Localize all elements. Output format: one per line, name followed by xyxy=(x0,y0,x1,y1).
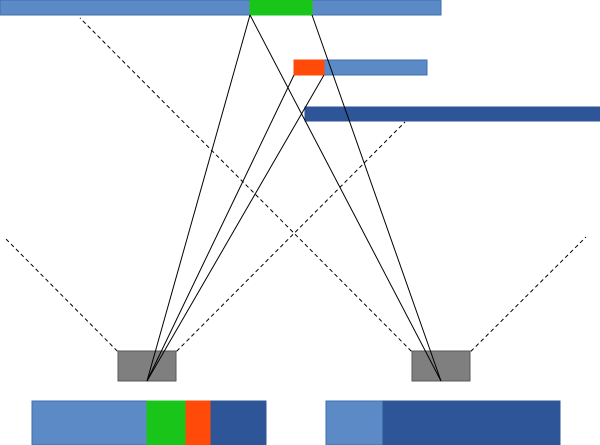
left-result-bar xyxy=(31,400,267,445)
middle-bar-group xyxy=(293,59,428,76)
right-result-dark-blue xyxy=(382,400,561,445)
left-result-light-blue xyxy=(31,400,148,445)
middle-bar-orange-segment xyxy=(293,59,325,76)
left-result-orange xyxy=(185,400,212,445)
top-bar-group xyxy=(0,0,442,16)
right-sensor-fov-right xyxy=(440,236,587,382)
right-sensor xyxy=(411,350,471,382)
dark-blue-bar xyxy=(304,106,600,122)
top-bar xyxy=(0,0,442,16)
ray-green-edge-to-right-sensor xyxy=(311,14,442,382)
left-result-green xyxy=(146,400,187,445)
ray-green-right-edge-to-right-sensor xyxy=(249,14,442,382)
ray-green-right-edge-to-left-sensor xyxy=(146,74,295,382)
right-result-bar xyxy=(325,400,561,445)
ray-orange-edge-to-left-sensor xyxy=(146,74,325,382)
right-result-light-blue xyxy=(325,400,384,445)
ray-green-left-edge-to-left-sensor xyxy=(146,14,251,382)
left-sensor-fov-left xyxy=(3,236,148,382)
left-sensor-fov-right xyxy=(146,121,406,382)
left-result-dark-blue xyxy=(210,400,267,445)
left-sensor xyxy=(117,350,177,382)
field-of-view-lines xyxy=(3,17,587,382)
projection-rays xyxy=(146,14,442,382)
right-sensor-fov-left xyxy=(79,17,442,382)
top-bar-green-segment xyxy=(249,0,313,16)
